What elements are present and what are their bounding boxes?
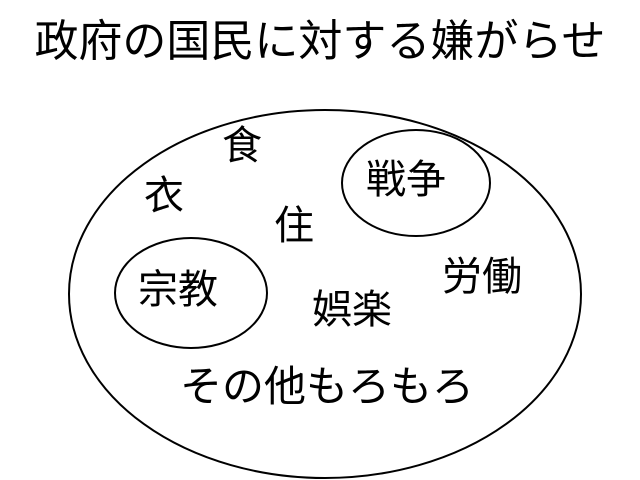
label-labor: 労働	[442, 254, 522, 300]
war-circle	[341, 129, 491, 237]
label-housing: 住	[274, 203, 314, 249]
outer-ellipse	[68, 109, 582, 479]
label-others: その他もろもろ	[180, 362, 475, 411]
label-war: 戦争	[366, 157, 446, 203]
label-clothing: 衣	[144, 173, 184, 219]
label-entertainment: 娯楽	[312, 287, 392, 333]
label-food: 食	[222, 123, 262, 169]
diagram-title: 政府の国民に対する嫌がらせ	[34, 16, 606, 67]
label-religion: 宗教	[138, 267, 218, 313]
religion-circle	[114, 237, 268, 349]
